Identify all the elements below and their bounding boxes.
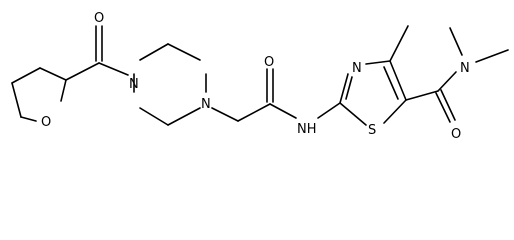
atom-nh: NH bbox=[297, 122, 317, 137]
bond-ch2-co bbox=[237, 103, 271, 122]
molecule-structure: O O N N O NH N S O N bbox=[11, 11, 509, 142]
dimethyl-bonds bbox=[449, 27, 509, 63]
atom-n-piperazine-1: N bbox=[129, 77, 139, 92]
atom-n-piperazine-2: N bbox=[201, 97, 211, 112]
bond-carbonyl-n bbox=[98, 62, 129, 76]
atom-n-dimethyl: N bbox=[460, 61, 470, 76]
bond-co-nh bbox=[269, 103, 297, 119]
atom-o-acetamide: O bbox=[264, 55, 274, 70]
atom-n-thiazole: N bbox=[352, 61, 362, 76]
bond-nh-thiazole bbox=[317, 102, 341, 119]
piperazine-ring bbox=[133, 43, 207, 126]
bond-methyl bbox=[389, 25, 409, 62]
bond-amide-n bbox=[437, 71, 457, 92]
bond-c5-amide bbox=[405, 90, 439, 101]
atom-o-carbonyl-top: O bbox=[94, 11, 104, 26]
atom-s-thiazole: S bbox=[368, 123, 376, 138]
carbonyl-acetamide bbox=[266, 68, 274, 103]
carbonyl-amide bbox=[435, 89, 456, 123]
atom-o-ring: O bbox=[41, 115, 51, 130]
thf-ring bbox=[11, 67, 67, 122]
carbonyl-top bbox=[95, 25, 103, 62]
bond-thf-carbonyl bbox=[65, 62, 100, 81]
thiazole-ring bbox=[339, 60, 407, 126]
bond-n-ch2 bbox=[211, 107, 239, 122]
atom-o-amide: O bbox=[451, 127, 461, 142]
